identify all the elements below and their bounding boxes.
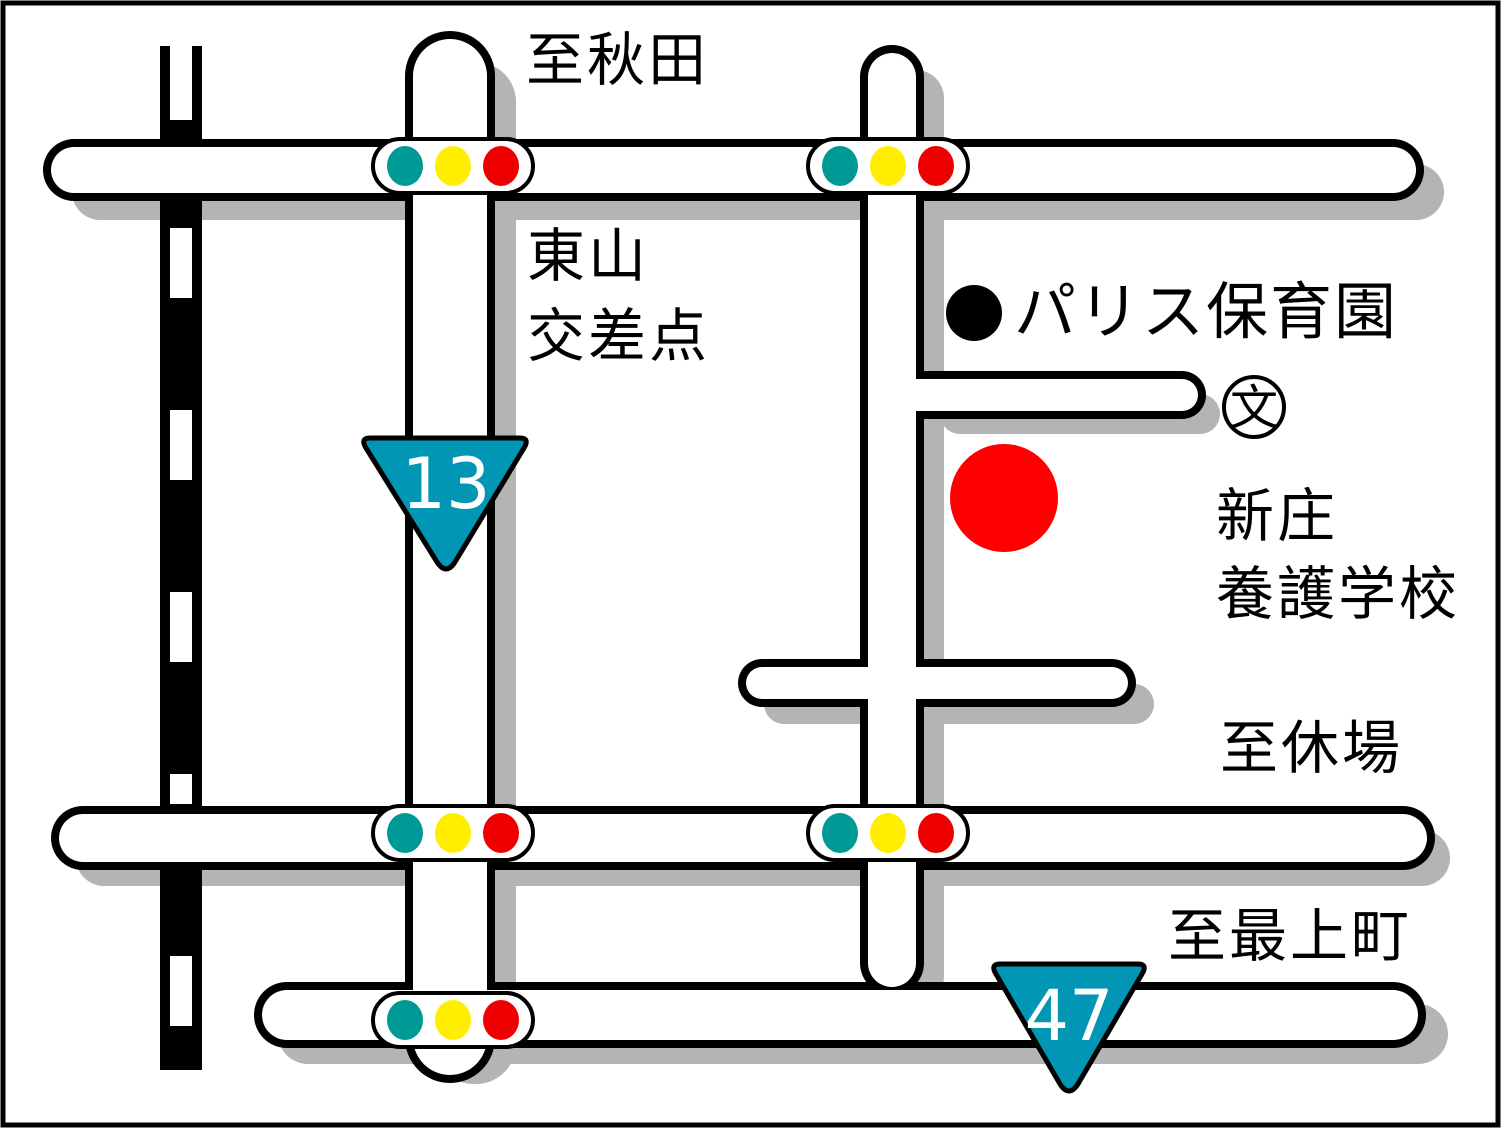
traffic-light-icon bbox=[371, 804, 535, 862]
label-higashiyama-1: 東山 bbox=[527, 222, 649, 290]
route-13-shield: 13 bbox=[361, 435, 529, 572]
label-paris-nursery: パリス保育園 bbox=[1014, 275, 1398, 348]
label-shinjo-1: 新庄 bbox=[1216, 482, 1338, 550]
route-47-shield: 47 bbox=[991, 961, 1147, 1094]
traffic-light-icon bbox=[806, 804, 970, 862]
label-shinjo-2: 養護学校 bbox=[1216, 560, 1460, 628]
signal-yellow-lamp bbox=[435, 813, 471, 853]
route-13-number: 13 bbox=[401, 443, 490, 525]
school-symbol-label: 文 bbox=[1230, 380, 1278, 436]
signal-green-lamp bbox=[822, 146, 858, 186]
label-to-kyuba: 至休場 bbox=[1220, 714, 1403, 782]
traffic-light-icon bbox=[371, 137, 535, 195]
signal-yellow-lamp bbox=[435, 146, 471, 186]
signal-red-lamp bbox=[483, 1000, 519, 1040]
signal-yellow-lamp bbox=[870, 146, 906, 186]
signal-yellow-lamp bbox=[435, 1000, 471, 1040]
signal-red-lamp bbox=[918, 813, 954, 853]
signal-red-lamp bbox=[918, 146, 954, 186]
signal-red-lamp bbox=[483, 813, 519, 853]
signal-red-lamp bbox=[483, 146, 519, 186]
signal-green-lamp bbox=[387, 813, 423, 853]
black-dot-icon bbox=[946, 285, 1002, 341]
label-to-akita: 至秋田 bbox=[526, 26, 709, 94]
signal-green-lamp bbox=[387, 146, 423, 186]
school-map-symbol-icon: 文 bbox=[1222, 375, 1286, 439]
traffic-signals bbox=[371, 137, 970, 1049]
signal-green-lamp bbox=[822, 813, 858, 853]
signal-yellow-lamp bbox=[870, 813, 906, 853]
traffic-light-icon bbox=[371, 991, 535, 1049]
route-47-number: 47 bbox=[1024, 975, 1113, 1057]
railway-line-icon bbox=[160, 46, 202, 1070]
label-higashiyama-2: 交差点 bbox=[527, 302, 710, 370]
traffic-light-icon bbox=[806, 137, 970, 195]
red-dot-icon bbox=[950, 444, 1058, 552]
signal-green-lamp bbox=[387, 1000, 423, 1040]
label-to-mogamimachi: 至最上町 bbox=[1168, 902, 1412, 970]
